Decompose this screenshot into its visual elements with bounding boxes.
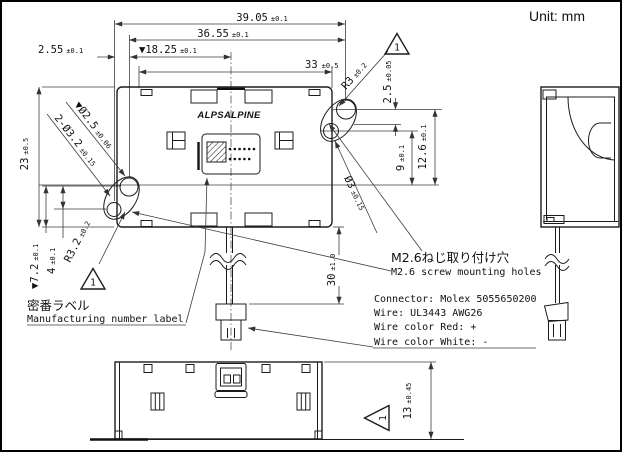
dim-boss-step: 2.5±0.05: [382, 60, 399, 136]
leader-lines: [27, 123, 536, 349]
bottom-tab-left: [190, 212, 218, 227]
manufacturing-label: [197, 133, 261, 175]
dim-body-depth: 13±0.45: [402, 362, 434, 439]
bottom-view: [90, 361, 464, 441]
connector-side: [543, 301, 569, 341]
warning-triangle-icon: [383, 32, 411, 55]
dim-hole-pitch-y: 4±0.1: [46, 186, 66, 274]
top-tab-right: [244, 89, 273, 104]
unit-note: Unit: mm: [529, 8, 585, 24]
extension-lines: [39, 20, 442, 363]
svg-text:R3.2±0.2: R3.2±0.2: [62, 219, 93, 265]
svg-text:Ø3±0.15: Ø3±0.15: [341, 174, 368, 212]
svg-text:2.55±0.1: 2.55±0.1: [38, 44, 83, 56]
cam-surface: [567, 96, 616, 161]
brand-logo: ALPSALPINE: [196, 110, 261, 121]
dim-hole-height-lower: 9±0.1: [395, 131, 415, 185]
top-tab-left: [190, 89, 218, 104]
svg-text:33±0.5: 33±0.5: [305, 59, 339, 71]
svg-text:9±0.1: 9±0.1: [395, 145, 407, 171]
dim-body-width: 36.55±0.1: [129, 28, 345, 43]
side-body-outline: [540, 86, 620, 228]
mounting-boss-top-right: [320, 98, 357, 142]
front-body-outline: [116, 86, 333, 228]
note-triangle-bottom-view: 1: [362, 404, 390, 432]
dim-wire-length: 30±1.0: [326, 227, 342, 304]
svg-text:4±0.1: 4±0.1: [46, 248, 58, 274]
wire-break-mark: [544, 261, 570, 271]
label-dot-matrix: [228, 147, 256, 161]
dim-hole-from-bottom: ▼7.2±0.1: [29, 186, 49, 289]
svg-text:▼7.2±0.1: ▼7.2±0.1: [29, 244, 41, 289]
label-hatch-area: [206, 141, 227, 163]
connector-note: Connector: Molex 5055650200: [374, 294, 537, 305]
svg-text:1: 1: [378, 415, 389, 421]
side-clip-left: [166, 131, 186, 150]
wire-side: [544, 227, 570, 303]
wire-front: [209, 227, 247, 304]
dim-hole-pitch-x: 2.55±0.1: [38, 44, 115, 60]
callout-thru-hole-dia: Ø3±0.15: [334, 140, 378, 234]
wire-break-mark: [209, 253, 247, 263]
dim-tab-span: 33±0.5: [139, 59, 339, 75]
wire-white-note: Wire color White: -: [374, 337, 488, 348]
wire-break-mark: [209, 260, 247, 270]
wire-red-note: Wire color Red: +: [374, 322, 476, 333]
svg-text:R3±0.2: R3±0.2: [339, 60, 369, 92]
svg-text:23±0.5: 23±0.5: [19, 138, 31, 171]
screw-note-en: M2.6 screw mounting holes: [391, 267, 542, 278]
callout-screw-hole-dia: 2-Ø3.2±0.15: [46, 112, 111, 197]
note-triangle-bottom-left: 1: [79, 267, 107, 290]
svg-text:36.55±0.1: 36.55±0.1: [197, 28, 248, 40]
inner-detail: [588, 122, 611, 159]
side-view: [540, 86, 620, 341]
vent-window-right: [296, 392, 311, 411]
wire-break-mark: [544, 254, 570, 264]
wire-note: Wire: UL3443 AWG26: [374, 308, 482, 319]
callout-boss-radius-right: R3±0.2: [338, 50, 389, 107]
callout-boss-radius-left: R3.2±0.2: [62, 211, 126, 265]
dim-hole-height-upper: 12.6±0.1: [417, 109, 438, 185]
mounting-boss-bottom-left: [103, 176, 140, 220]
svg-text:12.6±0.1: 12.6±0.1: [417, 124, 429, 169]
svg-text:39.05±0.1: 39.05±0.1: [236, 12, 287, 24]
svg-text:30±1.0: 30±1.0: [326, 254, 338, 287]
svg-text:▼18.25±0.1: ▼18.25±0.1: [139, 44, 197, 56]
vent-window-left: [150, 392, 165, 411]
svg-text:13±0.45: 13±0.45: [402, 383, 414, 420]
warning-triangle-icon: [79, 267, 107, 290]
warning-triangle-icon: [362, 404, 390, 432]
note-triangle-top-right: 1: [383, 32, 411, 55]
connector-receptacle-bottom: [214, 363, 248, 398]
label-note-en: Manufacturing number label: [27, 314, 184, 325]
dim-hole-to-center: ▼18.25±0.1: [130, 44, 231, 60]
front-view: ALPSALPINE: [103, 86, 357, 341]
bottom-tab-right: [244, 212, 273, 227]
svg-text:2.5±0.05: 2.5±0.05: [382, 60, 394, 103]
bottom-body-outline: [114, 361, 323, 440]
dim-body-height: 23±0.5: [19, 87, 42, 227]
side-clip-right: [274, 131, 294, 150]
svg-text:1: 1: [90, 278, 96, 289]
dim-overall-width: 39.05±0.1: [115, 12, 345, 27]
svg-text:1: 1: [394, 43, 400, 54]
label-note-jp: 密番ラベル: [27, 298, 90, 313]
screw-note-jp: M2.6ねじ取り付け穴: [391, 250, 510, 265]
connector-front: [215, 303, 247, 341]
